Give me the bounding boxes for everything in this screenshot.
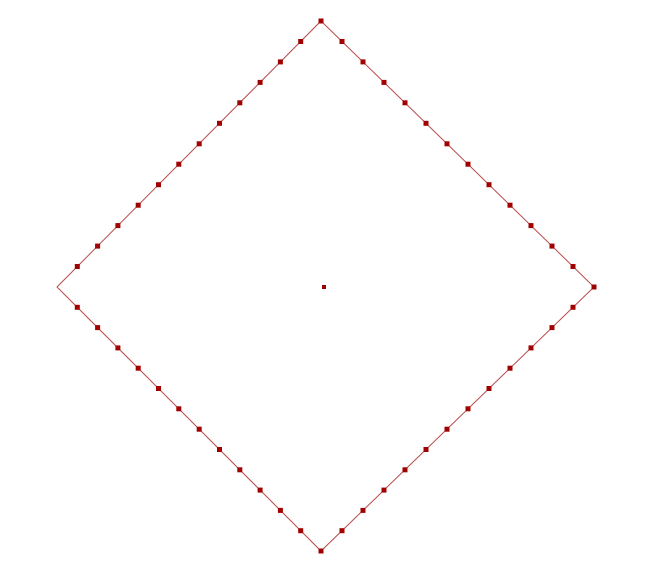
- edge-marker: [277, 59, 283, 65]
- edge-marker: [135, 202, 141, 208]
- edge-marker: [298, 528, 304, 534]
- edge-marker: [549, 325, 555, 331]
- edge-marker: [423, 120, 429, 126]
- edge-marker: [74, 304, 80, 310]
- edge-marker: [237, 100, 243, 106]
- edge-marker: [444, 141, 450, 147]
- edge-marker: [135, 365, 141, 371]
- edge-marker: [549, 243, 555, 249]
- edge-marker: [95, 243, 101, 249]
- edge-marker: [507, 365, 513, 371]
- edge-marker: [339, 528, 345, 534]
- edge-marker: [423, 447, 429, 452]
- edge-marker: [95, 325, 101, 331]
- edge-marker: [528, 223, 534, 229]
- edge-marker: [318, 548, 324, 554]
- edge-marker: [217, 120, 222, 126]
- edge-marker: [217, 447, 222, 452]
- edge-marker: [486, 182, 492, 188]
- edge-marker: [176, 161, 182, 167]
- edge-marker: [196, 141, 202, 147]
- edge-marker: [402, 100, 408, 106]
- edge-marker: [156, 386, 161, 391]
- center-marker: [322, 285, 326, 289]
- edge-marker: [381, 487, 387, 493]
- edge-marker: [74, 264, 80, 269]
- edge-marker: [115, 223, 121, 229]
- edge-marker: [465, 406, 471, 412]
- edge-marker: [298, 39, 304, 44]
- edge-marker: [570, 304, 576, 310]
- edge-marker: [486, 386, 492, 391]
- edge-marker: [176, 406, 182, 412]
- edge-marker: [115, 345, 121, 351]
- edge-marker: [591, 284, 597, 290]
- edge-markers: [74, 18, 597, 554]
- edge-marker: [237, 467, 243, 473]
- edge-marker: [381, 79, 387, 85]
- edge-marker: [360, 507, 366, 513]
- edge-marker: [156, 182, 161, 188]
- edge-marker: [528, 345, 534, 351]
- edge-marker: [465, 161, 471, 167]
- edge-marker: [257, 487, 263, 493]
- edge-marker: [339, 39, 345, 44]
- edge-marker: [360, 59, 366, 65]
- edge-marker: [444, 426, 450, 432]
- edge-marker: [196, 426, 202, 432]
- edge-marker: [277, 507, 283, 513]
- edge-marker: [570, 264, 576, 269]
- edge-marker: [507, 202, 513, 208]
- edge-marker: [257, 79, 263, 85]
- edge-marker: [318, 18, 324, 24]
- edge-marker: [402, 467, 408, 473]
